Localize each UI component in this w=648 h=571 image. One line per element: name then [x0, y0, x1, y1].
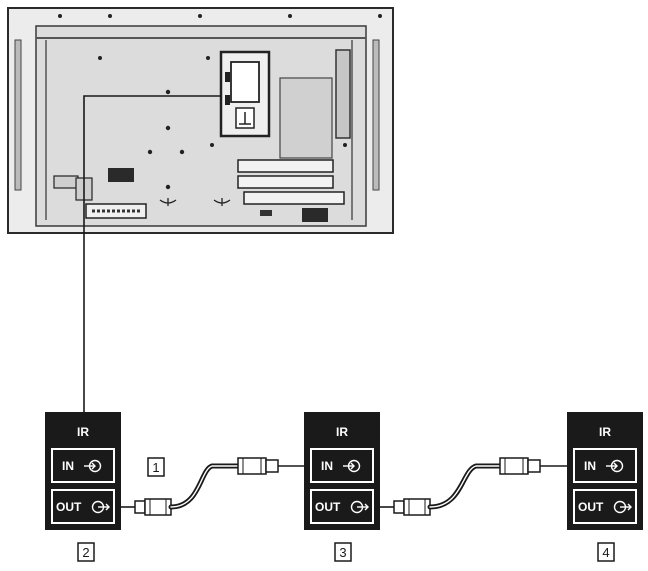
ir-cable-display-to-panel-2 [83, 95, 221, 412]
panel-4-header: IR [599, 425, 611, 439]
callout-panel-3-number: 3 [339, 545, 346, 560]
callout-panel-2-number: 2 [82, 545, 89, 560]
mini-plug-icon [499, 457, 567, 475]
callout-panel-4-number: 4 [602, 545, 609, 560]
panel-4-in-label: IN [584, 459, 596, 473]
mini-plug-icon [121, 498, 172, 516]
panel-3-header: IR [336, 425, 348, 439]
output-jack-icon [91, 500, 110, 514]
ir-panel-3: IR IN OUT [304, 412, 380, 530]
callout-panel-3: 3 [334, 542, 352, 562]
mini-jack-cable-3-to-4 [380, 457, 567, 516]
input-jack-icon [606, 459, 624, 473]
panel-2-in-label: IN [62, 459, 74, 473]
ir-panel-4: IR IN OUT [567, 412, 643, 530]
callout-cable-1: 1 [147, 457, 165, 477]
display-rear-panel [7, 7, 394, 234]
output-jack-icon [350, 500, 369, 514]
ir-panel-2: IR IN OUT [45, 412, 121, 530]
callout-panel-4: 4 [597, 542, 615, 562]
mini-plug-icon [380, 498, 431, 516]
mini-jack-cable-2-to-3 [121, 457, 304, 516]
mini-plug-icon [237, 457, 304, 475]
input-jack-icon [84, 459, 102, 473]
panel-2-header: IR [77, 425, 89, 439]
callout-cable-1-number: 1 [152, 460, 159, 475]
output-jack-icon [613, 500, 632, 514]
panel-3-out-label: OUT [315, 500, 341, 514]
panel-4-out-label: OUT [578, 500, 604, 514]
input-jack-icon [343, 459, 361, 473]
callout-panel-2: 2 [77, 542, 95, 562]
panel-2-out-label: OUT [56, 500, 82, 514]
panel-3-in-label: IN [321, 459, 333, 473]
